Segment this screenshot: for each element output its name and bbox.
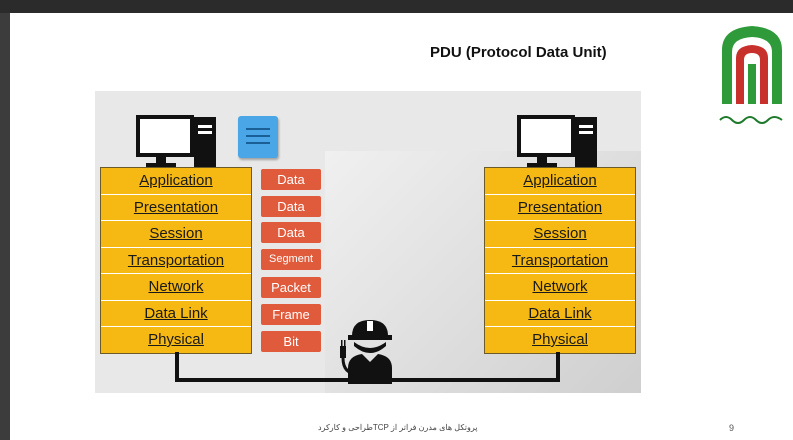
right-layer: Session <box>485 221 635 248</box>
left-layer: Application <box>101 168 251 195</box>
left-layer: Network <box>101 274 251 301</box>
technician-icon <box>340 320 392 384</box>
link-line <box>175 352 179 382</box>
pdu-label: Packet <box>261 277 321 298</box>
pdu-label: Data <box>261 196 321 217</box>
right-tower-icon <box>575 117 597 167</box>
left-layer: Transportation <box>101 247 251 274</box>
left-layer: Physical <box>101 327 251 353</box>
right-monitor-icon <box>517 115 575 157</box>
page-number: 9 <box>729 423 735 433</box>
window-top-bar <box>0 0 793 13</box>
right-layer: Network <box>485 274 635 301</box>
right-layer: Presentation <box>485 194 635 221</box>
university-logo <box>719 26 783 124</box>
pdu-label: Data <box>261 169 321 190</box>
pdu-label: Frame <box>261 304 321 325</box>
left-osi-stack: Application Presentation Session Transpo… <box>100 167 252 354</box>
pdu-label: Segment <box>261 249 321 270</box>
right-layer: Transportation <box>485 247 635 274</box>
slide-footer: پروتکل های مدرن فراتر از TCPطراحی و کارک… <box>318 423 478 432</box>
right-layer: Physical <box>485 327 635 353</box>
left-layer: Presentation <box>101 194 251 221</box>
pdu-label: Bit <box>261 331 321 352</box>
right-layer: Data Link <box>485 300 635 327</box>
right-osi-stack: Application Presentation Session Transpo… <box>484 167 636 354</box>
left-layer: Session <box>101 221 251 248</box>
data-document-icon <box>238 116 278 158</box>
link-line <box>556 352 560 382</box>
slide-title: PDU (Protocol Data Unit) <box>430 44 607 61</box>
left-tower-icon <box>194 117 216 167</box>
pdu-label: Data <box>261 222 321 243</box>
left-layer: Data Link <box>101 300 251 327</box>
left-monitor-icon <box>136 115 194 157</box>
window-left-edge <box>0 13 10 440</box>
right-layer: Application <box>485 168 635 195</box>
